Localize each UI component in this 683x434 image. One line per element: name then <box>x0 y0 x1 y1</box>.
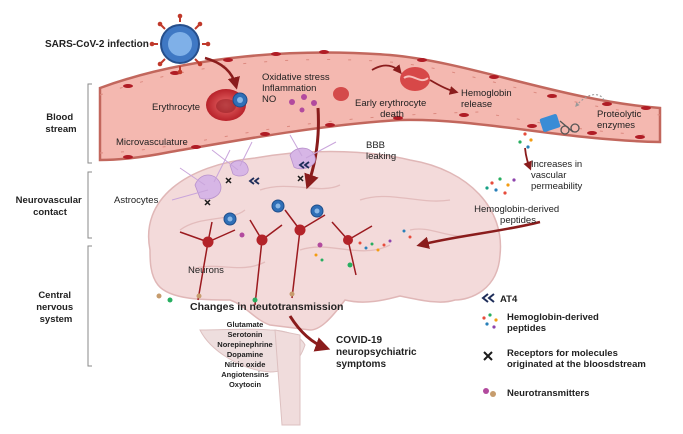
infection-arrow <box>204 56 240 90</box>
label-early-death: Early erythrocyte death <box>355 98 429 120</box>
section-cns: Central nervous system <box>36 290 76 325</box>
neurons <box>179 209 373 306</box>
nt-angiotensins: Angiotensins <box>221 370 269 379</box>
released-peptides-vessel <box>518 132 533 149</box>
label-covid-symptoms: COVID-19 neuropsychiatric symptoms <box>336 335 419 370</box>
section-blood-stream: Blood stream <box>45 112 76 135</box>
label-microvasculature: Microvasculature <box>116 137 188 148</box>
section-neurovascular: Neurovascular contact <box>16 195 85 218</box>
nt-glutamate: Glutamate <box>227 320 264 329</box>
legend-at4-icon <box>481 293 495 303</box>
neuron-bodies <box>202 224 353 248</box>
section-brackets <box>87 83 92 367</box>
brain-peptide-clusters <box>314 229 412 262</box>
legend-receptor-icon <box>483 351 493 361</box>
brain <box>147 150 502 426</box>
nt-nitric-oxide: Nitric oxide <box>225 360 266 369</box>
vessel-wall-cells <box>123 50 651 159</box>
scissors-icon <box>539 114 580 135</box>
proteolytic-dashed-arrow <box>575 94 605 108</box>
hemoglobin-release-arrow <box>429 79 459 95</box>
label-proteolytic: Proteolytic enzymes <box>597 109 644 131</box>
erythrocyte-ruptured <box>400 67 430 91</box>
label-erythrocyte: Erythrocyte <box>152 102 200 113</box>
neurotransmitter-list: Glutamate Serotonin Norepinephrine Dopam… <box>217 320 272 389</box>
legend-neurotransmitters: Neurotransmitters <box>507 388 589 399</box>
legend-peptides: Hemoglobin-derived peptides <box>507 312 601 334</box>
label-astrocytes: Astrocytes <box>114 195 159 206</box>
stress-to-brain-arrow <box>304 107 320 190</box>
nt-oxytocin: Oxytocin <box>229 380 262 389</box>
legend-receptors: Receptors for molecules originated at th… <box>507 348 646 370</box>
label-permeability: Increases in vascular permeability <box>531 159 585 192</box>
label-changes: Changes in neutotransmission <box>190 301 343 313</box>
legend-neurotransmitter-icon <box>483 388 496 397</box>
peptide-cluster <box>485 177 516 195</box>
virus-small <box>232 92 248 108</box>
peptides-to-brain-arrow <box>416 220 541 249</box>
sars-cov-2-virus-icon <box>149 13 211 75</box>
symptoms-arrow <box>288 315 331 352</box>
oxidative-stress-dots <box>289 94 317 113</box>
label-hb-peptides: Hemoglobin-derived peptides <box>474 204 562 226</box>
label-bbb: BBB leaking <box>366 140 396 162</box>
label-hemoglobin-release: Hemoglobin release <box>461 88 514 110</box>
nt-dopamine: Dopamine <box>227 350 263 359</box>
erythrocyte-death-arrow <box>371 64 402 75</box>
permeability-arrow <box>523 147 532 171</box>
erythrocyte-small <box>333 87 349 101</box>
label-neurons: Neurons <box>188 265 224 276</box>
at4-markers <box>248 161 310 185</box>
legend-peptides-icon <box>482 313 498 329</box>
legend-at4: AT4 <box>500 294 518 305</box>
label-oxidative-stress: Oxidative stress Inflammation NO <box>262 72 332 105</box>
legend: AT4 Hemoglobin-derived peptides Receptor… <box>500 294 646 399</box>
nt-norepinephrine: Norepinephrine <box>217 340 272 349</box>
nt-serotonin: Serotonin <box>228 330 263 339</box>
infected-cells <box>223 199 324 226</box>
receptors <box>204 175 304 206</box>
neurotransmitter-dots <box>156 232 353 303</box>
astrocyte-processes <box>171 134 337 201</box>
top-label: SARS-CoV-2 infection <box>45 39 149 50</box>
